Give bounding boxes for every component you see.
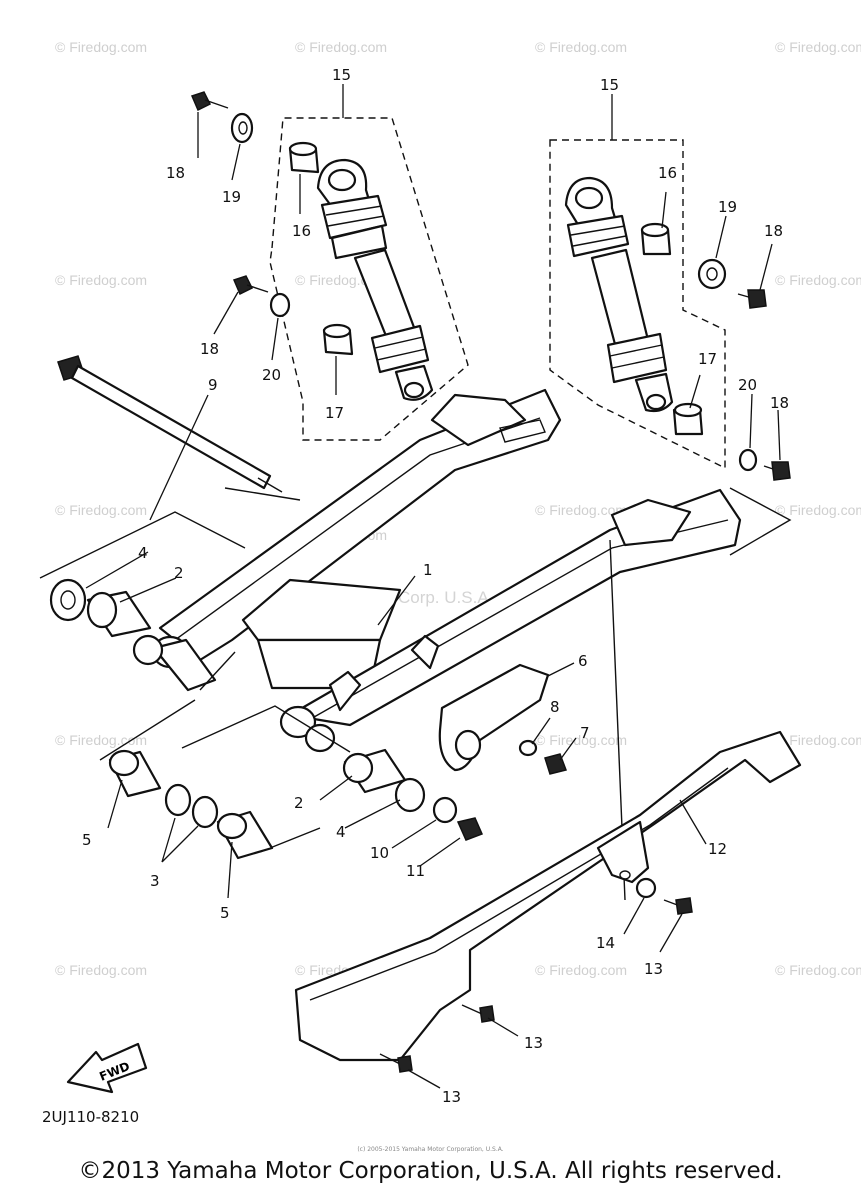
tiny-credit: (c) 2005-2015 Yamaha Motor Corporation, … (357, 1146, 504, 1153)
callout-16: 16 (292, 222, 311, 240)
callout-labels: 1 2 2 3 4 4 5 5 6 7 8 9 10 11 12 13 13 1… (82, 66, 789, 1106)
forward-direction-arrow: FWD (66, 1042, 148, 1094)
callout-18: 18 (770, 394, 789, 412)
callout-19: 19 (718, 198, 737, 216)
watermark: © Firedog.com (535, 39, 627, 55)
callout-20: 20 (738, 376, 757, 394)
copyright-notice: ©2013 Yamaha Motor Corporation, U.S.A. A… (78, 1158, 783, 1184)
watermark: © Firedog.com (295, 39, 387, 55)
dashed-group-outline-left (269, 117, 469, 441)
callout-6: 6 (578, 652, 588, 670)
callout-11: 11 (406, 862, 425, 880)
rear-shock-absorber-left (316, 158, 434, 401)
callout-5: 5 (82, 831, 92, 849)
callout-19: 19 (222, 188, 241, 206)
callout-4: 4 (138, 544, 148, 562)
callout-2: 2 (174, 564, 184, 582)
pivot-bushings-and-seals (49, 578, 484, 860)
watermark: © Firedog.com (535, 502, 627, 518)
mount-bolts-and-washers (190, 91, 791, 481)
callout-leaders (85, 84, 781, 1089)
callout-17: 17 (325, 404, 344, 422)
callout-16: 16 (658, 164, 677, 182)
callout-17: 17 (698, 350, 717, 368)
watermark: © Firedog.com (775, 39, 861, 55)
watermark: © Firedog.com (55, 39, 147, 55)
callout-8: 8 (550, 698, 560, 716)
watermark: © Firedog.com (55, 502, 147, 518)
callout-3: 3 (150, 872, 160, 890)
dashed-group-outline-right (549, 139, 726, 470)
callout-15: 15 (332, 66, 351, 84)
watermark: © Firedog.com (535, 732, 627, 748)
callout-7: 7 (580, 724, 590, 742)
callout-13: 13 (644, 960, 663, 978)
callout-5: 5 (220, 904, 230, 922)
swingarm (151, 388, 742, 753)
callout-2: 2 (294, 794, 304, 812)
rear-shock-absorber-right (564, 176, 674, 413)
callout-18: 18 (764, 222, 783, 240)
callout-13: 13 (524, 1034, 543, 1052)
assembly-guide-lines (39, 487, 351, 853)
callout-14: 14 (596, 934, 615, 952)
callout-18: 18 (200, 340, 219, 358)
callout-12: 12 (708, 840, 727, 858)
watermark: © Firedog.com (55, 732, 147, 748)
callout-4: 4 (336, 823, 346, 841)
assembly-guide-line (729, 487, 792, 556)
callout-9: 9 (208, 376, 218, 394)
watermark: © Firedog.com (55, 272, 147, 288)
chain-puller (438, 663, 567, 775)
watermark: © Firedog.com (55, 962, 147, 978)
callout-18: 18 (166, 164, 185, 182)
diagram-code: 2UJ110-8210 (42, 1108, 139, 1126)
callout-15: 15 (600, 76, 619, 94)
watermark: © Firedog.com (775, 502, 861, 518)
chain-case (294, 730, 802, 1073)
callout-20: 20 (262, 366, 281, 384)
callout-10: 10 (370, 844, 389, 862)
callout-1: 1 (423, 561, 433, 579)
watermark: © Firedog.com (535, 962, 627, 978)
watermark: © Firedog.com (775, 732, 861, 748)
pivot-shaft (57, 355, 283, 493)
watermark: © Firedog.com (775, 962, 861, 978)
watermark: © Firedog.com (775, 272, 861, 288)
callout-13: 13 (442, 1088, 461, 1106)
